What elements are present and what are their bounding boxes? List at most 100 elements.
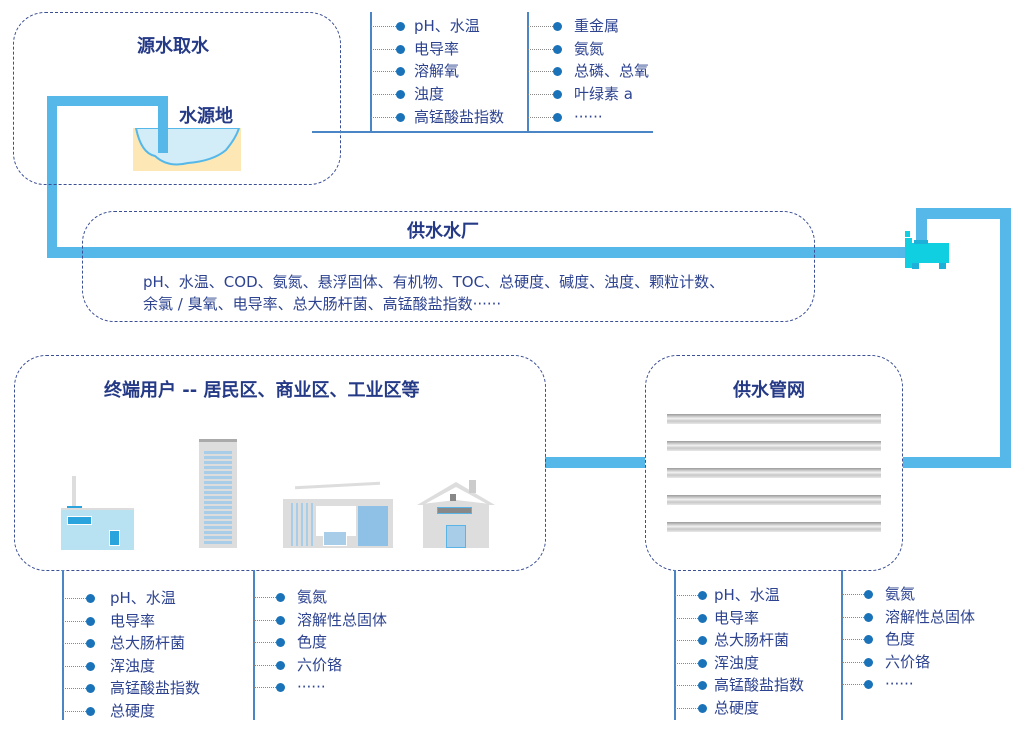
reservoir-label: 水源地 [179, 106, 233, 127]
bullet-icon [396, 112, 405, 122]
bullet-icon [396, 22, 405, 31]
bullet-icon [276, 593, 285, 602]
parameter-label: 电导率 [110, 611, 156, 630]
bullet-icon [396, 44, 405, 54]
parameter-label: ······ [297, 678, 326, 696]
commercial-building-icon [283, 481, 393, 548]
parameter-label: 氨氮 [885, 585, 916, 603]
bullet-icon [396, 90, 405, 100]
source-title: 源水取水 [137, 36, 209, 57]
leader-line [254, 597, 278, 598]
parameter-label: 高锰酸盐指数 [414, 107, 505, 126]
parameter-label: 高锰酸盐指数 [714, 676, 805, 694]
bullet-icon [698, 681, 707, 690]
leader-line [63, 688, 88, 689]
bullet-icon [864, 680, 873, 689]
bullet-icon [864, 657, 873, 667]
bullet-icon [864, 612, 873, 622]
bullet-icon [276, 660, 285, 670]
leader-line [842, 639, 866, 640]
parameter-label: 电导率 [414, 39, 460, 58]
leader-line [63, 598, 88, 599]
leader-line [528, 48, 555, 50]
pipe-segment [1000, 208, 1011, 468]
parameter-label: 溶解氧 [414, 62, 460, 81]
pipe-segment [47, 96, 168, 106]
pipe-tube-icon [667, 495, 881, 505]
bullet-icon [86, 639, 95, 648]
parameter-label: 总大肠杆菌 [110, 634, 186, 652]
bullet-icon [396, 67, 405, 77]
leader-line [254, 619, 278, 621]
pipe-segment [47, 247, 907, 258]
bullet-icon [86, 684, 95, 693]
bullet-icon [698, 636, 707, 645]
bullet-icon [553, 44, 562, 54]
bullet-icon [698, 703, 707, 713]
parameter-label: 浑浊度 [110, 656, 156, 675]
parameter-label: 高锰酸盐指数 [110, 679, 201, 697]
leader-line [371, 48, 398, 50]
leader-line [842, 594, 866, 595]
bullet-icon [276, 638, 285, 647]
leader-line [254, 687, 278, 688]
bullet-icon [553, 67, 562, 77]
leader-line [528, 26, 555, 27]
pipe-segment [903, 457, 1011, 468]
pipe-segment [545, 457, 645, 468]
leader-line [528, 116, 555, 118]
parameter-label: pH、水温 [414, 17, 480, 35]
pipe-network-box [645, 355, 903, 571]
parameter-label: 总硬度 [714, 698, 760, 717]
pump-icon [905, 231, 950, 269]
parameter-label: 六价铬 [297, 655, 343, 674]
divider [62, 570, 64, 720]
parameter-label: 电导率 [714, 608, 760, 627]
network-title: 供水管网 [733, 380, 805, 401]
pipe-intake [158, 120, 168, 153]
bullet-icon [864, 590, 873, 599]
parameter-label: 浊度 [414, 85, 445, 104]
divider [527, 12, 529, 131]
leader-line [63, 665, 88, 667]
divider [370, 12, 372, 131]
leader-line [63, 710, 88, 712]
leader-line [842, 684, 866, 685]
leader-line [675, 662, 700, 664]
bullet-icon [86, 616, 95, 626]
bullet-icon [86, 594, 95, 603]
reservoir-icon [133, 128, 241, 171]
tower-building-icon [199, 439, 237, 548]
pipe-segment [916, 208, 927, 240]
bullet-icon [553, 112, 562, 122]
leader-line [675, 707, 700, 709]
leader-line [371, 26, 398, 27]
divider [253, 570, 255, 720]
house-icon [417, 478, 495, 548]
factory-icon [61, 476, 134, 550]
parameter-label: 氨氮 [297, 588, 328, 606]
bullet-icon [276, 683, 285, 692]
pipe-tube-icon [667, 441, 881, 451]
pipe-tube-icon [667, 522, 881, 532]
plant-title: 供水水厂 [407, 221, 479, 242]
parameter-label: 浑浊度 [714, 653, 760, 672]
divider [312, 131, 653, 133]
parameter-label: 色度 [885, 630, 916, 648]
leader-line [254, 664, 278, 666]
end-user-title: 终端用户 -- 居民区、商业区、工业区等 [104, 380, 420, 401]
leader-line [675, 617, 700, 619]
bullet-icon [698, 613, 707, 623]
pipe-segment [916, 208, 1011, 219]
parameter-label: pH、水温 [714, 586, 780, 604]
parameter-label: 叶绿素 a [574, 85, 633, 104]
parameter-label: 重金属 [574, 17, 620, 35]
leader-line [842, 661, 866, 663]
leader-line [371, 116, 398, 118]
parameter-label: 溶解性总固体 [885, 607, 976, 626]
parameter-label: 氨氮 [574, 39, 605, 58]
bullet-icon [553, 90, 562, 100]
bullet-icon [86, 661, 95, 671]
parameter-label: 色度 [297, 633, 328, 651]
